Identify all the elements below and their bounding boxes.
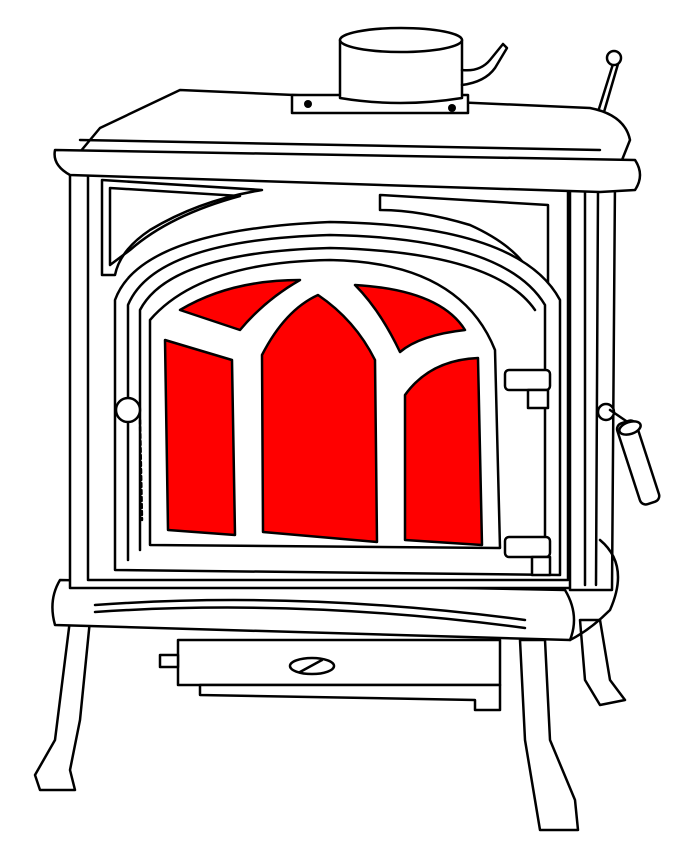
glass-pane-left [163, 338, 237, 537]
stove-top [53, 88, 642, 194]
ash-drawer [158, 638, 502, 712]
glass-pane-center [260, 293, 379, 544]
door-hinges [503, 368, 552, 577]
glass-pane-top-left [178, 278, 302, 332]
side-air-handle [596, 402, 661, 506]
flue-collar [338, 26, 509, 105]
stove-base [51, 578, 576, 642]
glass-pane-top-right [353, 283, 467, 354]
door-handle-knob [114, 396, 142, 424]
legs [33, 618, 627, 832]
poker-rod [596, 49, 623, 114]
glass-pane-right [403, 356, 484, 547]
stove-door [113, 220, 562, 577]
